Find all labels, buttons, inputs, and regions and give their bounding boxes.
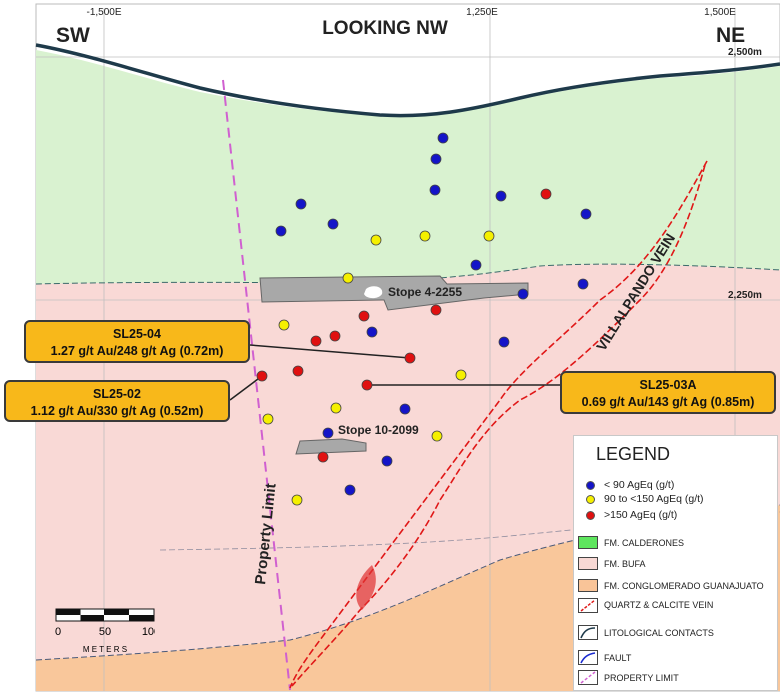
easting-label-1: -1,500E [86,7,121,18]
legend-symbol-property-limit: PROPERTY LIMIT [604,673,679,683]
sample-point-high [540,188,552,200]
vein-symbol-icon [578,598,598,613]
legend-grade-low: < 90 AgEq (g/t) [574,479,774,493]
elevation-label-2: 2,250m [728,290,762,301]
callout-hole-label: SL25-04 [113,327,161,341]
legend: LEGEND < 90 AgEq (g/t) 90 to <150 AgEq (… [573,435,778,691]
sample-point-low [429,184,441,196]
legend-symbol-contacts: LITOLOGICAL CONTACTS [604,628,714,638]
stope-label-4-2255: Stope 4-2255 [388,285,462,299]
scale-bar: 0 50 100 M E T E R S [55,608,155,654]
sample-point-mid [278,319,290,331]
callout-sl25-02: SL25-02 1.12 g/t Au/330 g/t Ag (0.52m) [4,380,230,422]
sample-point-high [310,335,322,347]
vein-lens [356,565,376,610]
elevation-label-1: 2,500m [728,47,762,58]
callout-result: 0.69 g/t Au/143 g/t Ag (0.85m) [581,395,755,409]
stope-void [364,286,383,299]
topography-line [35,43,780,118]
scale-unit: M E T E R S [83,645,127,654]
stope-10-2099-shape [295,438,367,455]
sample-point-high [329,330,341,342]
easting-label-2: 1,250E [466,7,498,18]
stope-label-10-2099: Stope 10-2099 [338,423,419,437]
calderones-unit [36,50,780,284]
sample-point-low [366,326,378,338]
sample-point-low [275,225,287,237]
sample-point-mid [419,230,431,242]
blue-dot-icon [586,481,595,490]
sample-point-high [292,365,304,377]
legend-unit-conglomerado: FM. CONGLOMERADO GUANAJUATO [604,581,764,591]
drill-intercept-samples [256,132,592,506]
sample-point-low [327,218,339,230]
callout-sl25-03a: SL25-03A 0.69 g/t Au/143 g/t Ag (0.85m) [560,371,776,414]
sample-point-mid [291,494,303,506]
sample-point-mid [455,369,467,381]
villalpando-vein [289,160,708,689]
calderones-swatch-icon [578,536,598,549]
sample-point-low [577,278,589,290]
sample-point-low [295,198,307,210]
sample-point-low [399,403,411,415]
red-dot-icon [586,511,595,520]
sample-point-high [361,379,373,391]
legend-unit-bufa: FM. BUFA [604,559,646,569]
sample-point-high [317,451,329,463]
sample-point-low [495,190,507,202]
legend-symbol-fault: FAULT [604,653,632,663]
sample-point-high [404,352,416,364]
view-title: LOOKING NW [322,18,448,39]
easting-label-3: 1,500E [704,7,736,18]
scale-tick-50: 50 [99,626,111,638]
callout-hole-label: SL25-03A [639,378,697,392]
sample-point-low [381,455,393,467]
callout-leaders [229,344,560,401]
contact-line-lower [35,504,780,661]
sample-point-low [517,288,529,300]
sample-point-low [498,336,510,348]
yellow-dot-icon [586,495,595,504]
property-limit-symbol-icon [578,670,598,685]
contact-symbol-icon [578,625,598,640]
sample-point-low [430,153,442,165]
legend-title: LEGEND [596,444,671,464]
bufa-unit [36,264,780,660]
sample-point-mid [483,230,495,242]
sample-point-mid [431,430,443,442]
sample-point-low [580,208,592,220]
sample-point-high [358,310,370,322]
sample-point-mid [262,413,274,425]
legend-grade-high: >150 AgEq (g/t) [574,509,774,523]
property-limit-line [222,79,291,691]
callout-sl25-04: SL25-04 1.27 g/t Au/248 g/t Ag (0.72m) [24,320,250,363]
callout-result: 1.12 g/t Au/330 g/t Ag (0.52m) [30,404,204,418]
legend-grade-mid: 90 to <150 AgEq (g/t) [574,493,774,507]
callout-result: 1.27 g/t Au/248 g/t Ag (0.72m) [50,344,224,358]
sample-point-high [430,304,442,316]
legend-symbol-vein: QUARTZ & CALCITE VEIN [604,600,714,610]
legend-unit-calderones: FM. CALDERONES [604,538,685,548]
sample-point-low [344,484,356,496]
sample-point-low [322,427,334,439]
direction-sw: SW [56,24,90,47]
sample-point-mid [370,234,382,246]
bufa-swatch-icon [578,557,598,570]
fault-symbol-icon [578,650,598,665]
sample-point-low [437,132,449,144]
scale-tick-0: 0 [55,626,61,638]
scale-tick-100: 100 [142,626,155,638]
sample-point-mid [342,272,354,284]
conglomerado-swatch-icon [578,579,598,592]
callout-hole-label: SL25-02 [93,387,141,401]
direction-ne: NE [716,24,745,47]
sample-point-mid [330,402,342,414]
sample-point-high [256,370,268,382]
stope-4-2255-shape [259,275,529,311]
sample-point-low [470,259,482,271]
